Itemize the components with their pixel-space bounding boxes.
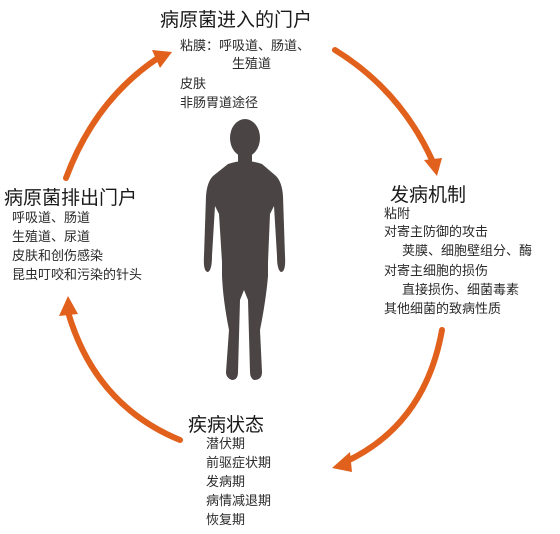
entry-item-mucosa: 粘膜：呼吸道、肠道、 — [180, 39, 311, 54]
exit-portal-title: 病原菌排出门户 — [4, 187, 138, 209]
mechanism-item-adhesion: 粘附 — [384, 207, 411, 222]
mechanism-item-host-damage: 对寄主细胞的损伤 — [384, 264, 489, 279]
disease-item-convalescence: 恢复期 — [206, 513, 246, 528]
mechanism-item-other: 其他细菌的致病性质 — [384, 302, 502, 317]
arrow-head-mechanism-to-disease — [332, 452, 352, 472]
arrow-entry-to-mechanism — [332, 47, 435, 163]
disease-item-prodromal: 前驱症状期 — [206, 456, 272, 471]
arrow-head-exit-to-entry — [152, 50, 172, 68]
cycle-arrows — [59, 47, 445, 472]
exit-item-genitourinary: 生殖道、尿道 — [12, 230, 91, 245]
mechanism-item-toxins: 直接损伤、细菌毒素 — [402, 283, 520, 298]
exit-item-insect-needle: 昆虫叮咬和污染的针头 — [12, 268, 143, 283]
arrow-disease-to-exit — [65, 309, 183, 443]
entry-item-parenteral: 非肠胃道途径 — [180, 96, 259, 111]
mechanism-item-capsule: 荚膜、细胞壁组分、酶 — [402, 244, 533, 259]
arrow-exit-to-entry — [63, 55, 161, 181]
exit-item-skin-wound: 皮肤和创伤感染 — [12, 249, 104, 264]
mechanism-item-attack-defense: 对寄主防御的攻击 — [384, 225, 489, 240]
mechanism-title: 发病机制 — [390, 184, 467, 206]
disease-state-title: 疾病状态 — [188, 414, 265, 436]
disease-item-decline: 病情减退期 — [206, 494, 272, 509]
arrow-mechanism-to-disease — [342, 327, 445, 465]
entry-portal-title: 病原菌进入的门户 — [160, 9, 313, 31]
arrow-head-entry-to-mechanism — [424, 158, 442, 176]
human-silhouette-icon — [203, 119, 286, 380]
disease-item-incubation: 潜伏期 — [206, 437, 246, 452]
exit-item-respiratory: 呼吸道、肠道 — [12, 211, 91, 226]
arrow-head-disease-to-exit — [59, 296, 78, 316]
entry-item-skin: 皮肤 — [180, 77, 207, 92]
entry-item-genital-tract: 生殖道 — [232, 57, 272, 72]
disease-item-illness: 发病期 — [206, 475, 246, 490]
